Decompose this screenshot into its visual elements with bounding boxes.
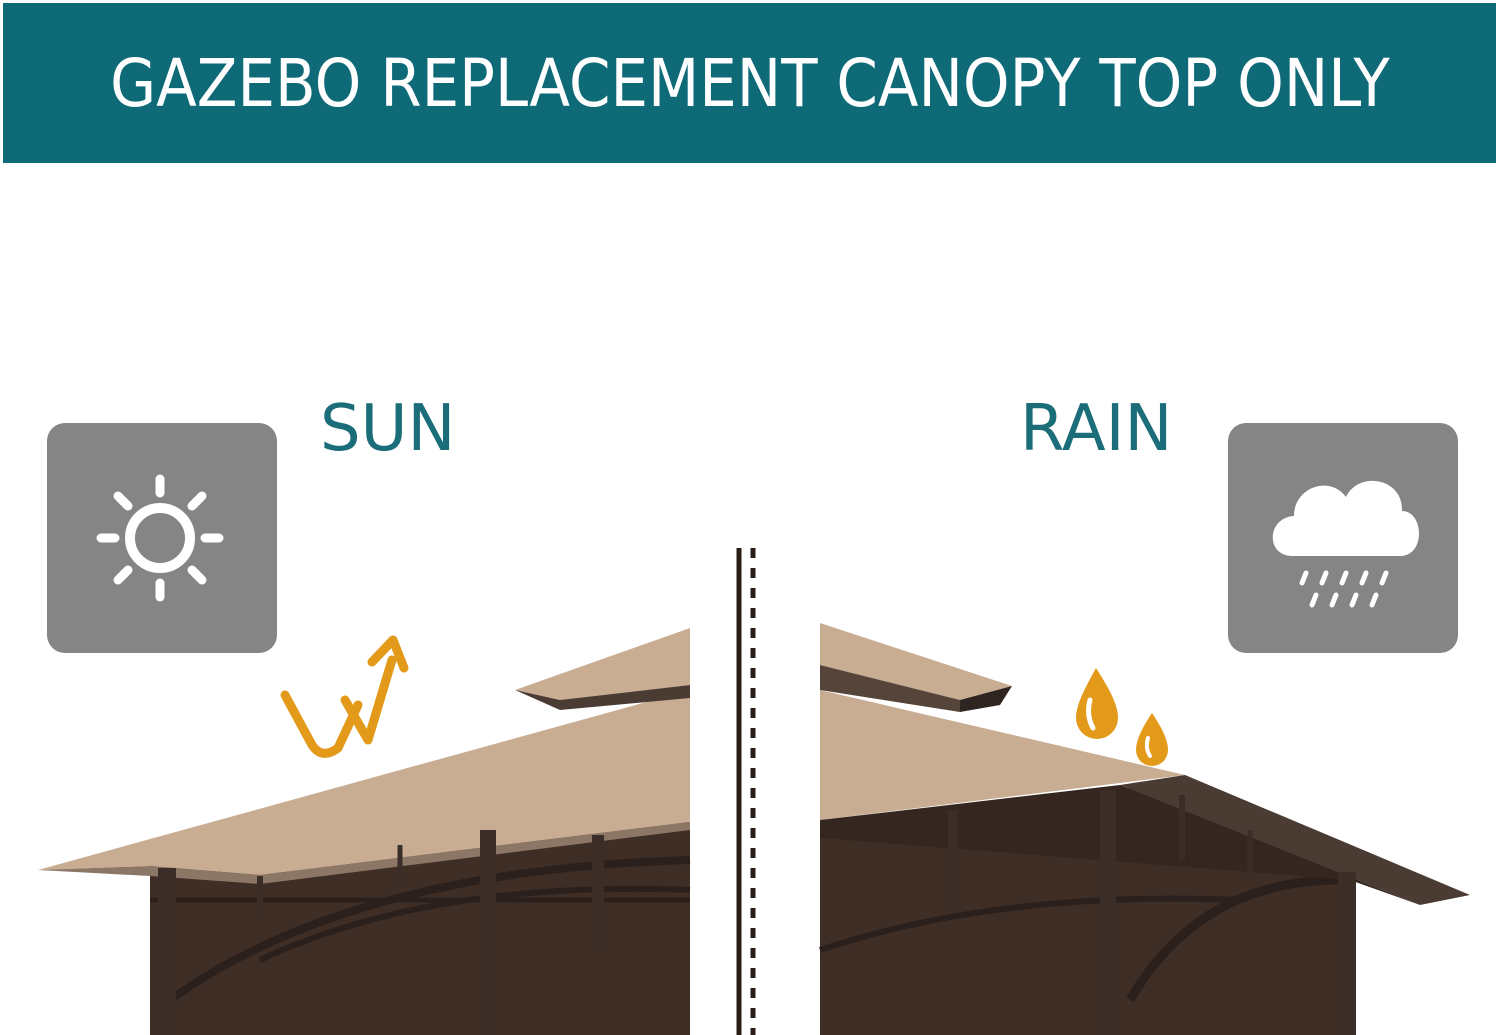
left-gazebo — [38, 628, 691, 1035]
water-drop-icon — [1076, 668, 1168, 766]
rain-cloud-icon — [1272, 480, 1419, 608]
rain-label: RAIN — [1020, 392, 1173, 466]
rain-tile — [1228, 423, 1458, 653]
banner-title: GAZEBO REPLACEMENT CANOPY TOP ONLY — [109, 44, 1390, 122]
right-gazebo — [819, 623, 1470, 1035]
sun-label: SUN — [320, 392, 456, 466]
sun-icon — [96, 474, 224, 602]
sun-tile — [47, 423, 277, 653]
title-banner: GAZEBO REPLACEMENT CANOPY TOP ONLY — [3, 3, 1496, 163]
uv-icon — [280, 635, 409, 758]
divider — [736, 548, 756, 1035]
